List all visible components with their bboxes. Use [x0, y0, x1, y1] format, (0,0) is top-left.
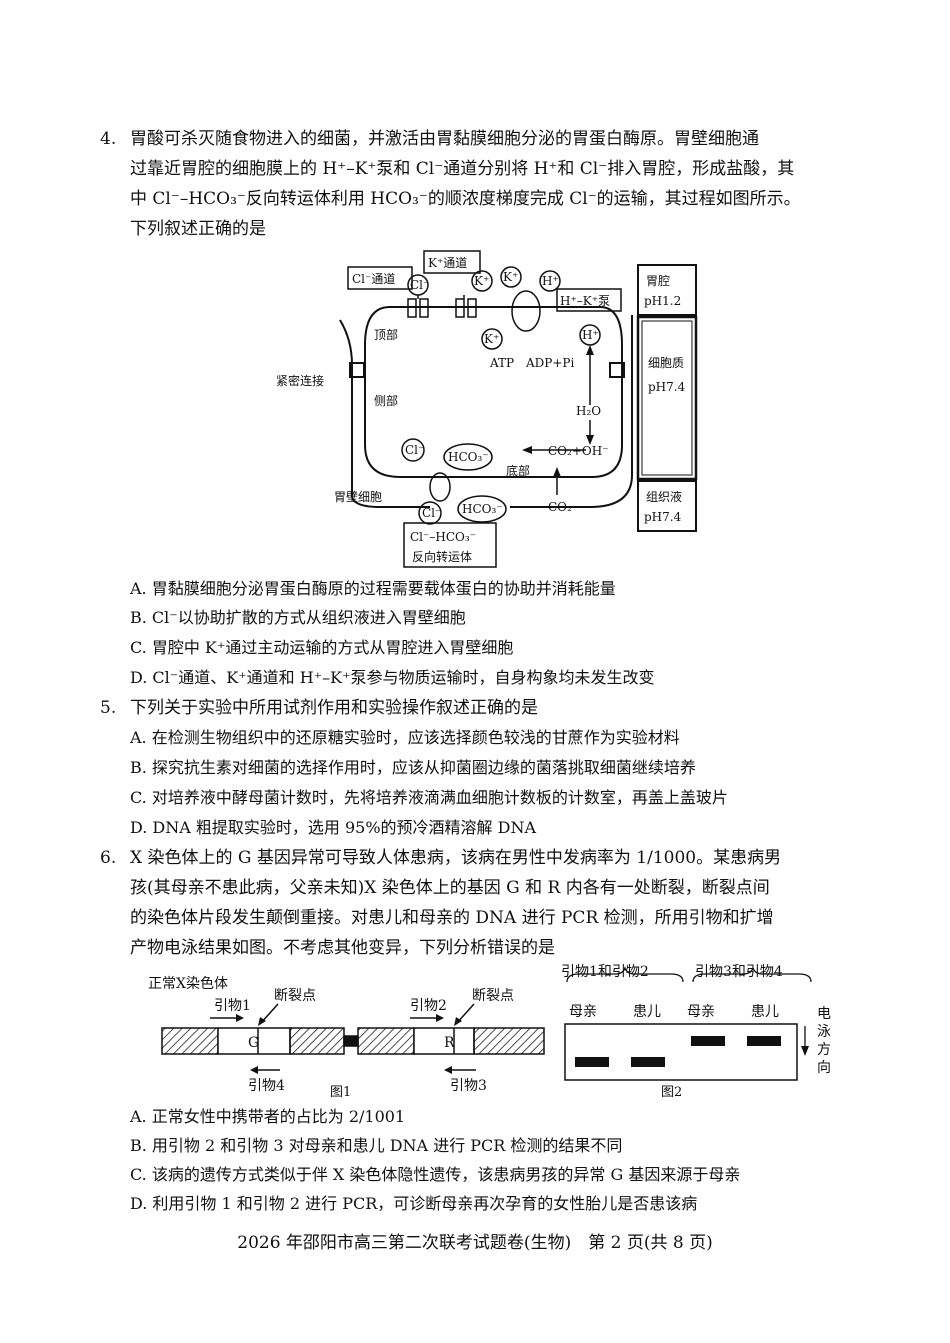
question-text-line: 下列叙述正确的是 [130, 219, 266, 239]
electrophoresis-direction-3: 方 [817, 1042, 831, 1058]
tight-junction-label: 紧密连接 [276, 373, 324, 388]
question-text-line: 胃酸可杀灭随食物进入的细菌，并激活由胃黏膜细胞分泌的胃蛋白酶原。胃壁细胞通 [130, 129, 759, 149]
fig2-group-2: 引物3和引物4 [695, 964, 783, 980]
break-point-label-1: 断裂点 [274, 988, 316, 1004]
k-channel-label: K⁺通道 [428, 256, 467, 270]
tissue-fluid-label: 组织液 [646, 489, 682, 504]
fig2-lane-mother-1: 母亲 [569, 1004, 597, 1020]
primer-3-label: 引物3 [450, 1078, 487, 1094]
antiporter-label-1: Cl⁻–HCO₃⁻ [410, 530, 476, 544]
fig2-lane-mother-2: 母亲 [687, 1004, 715, 1020]
hco3-ion-outside: HCO₃⁻ [462, 502, 503, 516]
basal-label: 底部 [506, 463, 530, 478]
option-a: A. 在检测生物组织中的还原糖实验时，应该选择颜色较浅的甘蔗作为实验材料 [130, 728, 680, 747]
question-number: 4. [100, 129, 117, 149]
primer-1-label: 引物1 [214, 998, 251, 1014]
option-c: C. 对培养液中酵母菌计数时，先将培养液滴满血细胞计数板的计数室，再盖上盖玻片 [130, 788, 728, 807]
k-ion-inside: K⁺ [484, 332, 499, 346]
option-c: C. 胃腔中 K⁺通过主动运输的方式从胃腔进入胃壁细胞 [130, 638, 514, 657]
lumen-label: 胃腔 [646, 273, 670, 288]
fig2-lane-child-1: 患儿 [633, 1004, 661, 1020]
question-4: 4. 胃酸可杀灭随食物进入的细菌，并激活由胃黏膜细胞分泌的胃蛋白酶原。胃壁细胞通… [100, 124, 860, 244]
question-text-line: 产物电泳结果如图。不考虑其他变异，下列分析错误的是 [130, 938, 555, 958]
fig2-lane-child-2: 患儿 [751, 1004, 779, 1020]
h-ion-inside: H⁺ [582, 328, 599, 342]
question-text-line: 孩(其母亲不患此病，父亲未知)X 染色体上的基因 G 和 R 内各有一处断裂，断… [130, 878, 770, 898]
adp-label: ADP+Pi [525, 356, 574, 370]
k-ion-pump: K⁺ [503, 270, 518, 284]
fig1-caption: 图1 [330, 1085, 351, 1098]
option-a: A. 正常女性中携带者的占比为 2/1001 [130, 1107, 406, 1126]
hk-pump-label: H⁺–K⁺泵 [560, 294, 610, 308]
parietal-cell-diagram: Cl⁻通道 K⁺通道 H⁺–K⁺泵 Cl⁻ K⁺ K⁺ H⁺ K⁺ H⁺ 顶部 … [276, 250, 698, 568]
page-footer: 2026 年邵阳市高三第二次联考试题卷(生物) 第 2 页(共 8 页) [237, 1233, 713, 1253]
atp-label: ATP [489, 356, 514, 370]
question-text-line: 的染色体片段发生颠倒重接。对患儿和母亲的 DNA 进行 PCR 检测，所用引物和… [130, 908, 774, 928]
question-text-line: 过靠近胃腔的细胞膜上的 H⁺–K⁺泵和 Cl⁻通道分别将 H⁺和 Cl⁻排入胃腔… [130, 159, 795, 179]
option-d: D. Cl⁻通道、K⁺通道和 H⁺–K⁺泵参与物质运输时，自身构象均未发生改变 [130, 668, 655, 687]
co2-oh-label: CO₂+OH⁻ [548, 444, 609, 458]
tissue-ph: pH7.4 [644, 510, 682, 524]
option-c: C. 该病的遗传方式类似于伴 X 染色体隐性遗传，该患病男孩的异常 G 基因来源… [130, 1165, 741, 1184]
question-5: 5. 下列关于实验中所用试剂作用和实验操作叙述正确的是 [100, 693, 860, 723]
option-d: D. 利用引物 1 和引物 2 进行 PCR，可诊断母亲再次孕育的女性胎儿是否患… [130, 1194, 698, 1213]
lateral-label: 侧部 [374, 393, 398, 408]
primer-2-label: 引物2 [410, 998, 447, 1014]
option-b: B. 探究抗生素对细菌的选择作用时，应该从抑菌圈边缘的菌落挑取细菌继续培养 [130, 758, 696, 777]
question-number: 5. [100, 698, 117, 718]
primer-4-label: 引物4 [248, 1078, 285, 1094]
lumen-ph: pH1.2 [644, 294, 681, 308]
option-b: B. Cl⁻以协助扩散的方式从组织液进入胃壁细胞 [130, 608, 466, 627]
fig2-group-1: 引物1和引物2 [561, 964, 649, 980]
option-d: D. DNA 粗提取实验时，选用 95%的预冷酒精溶解 DNA [130, 818, 537, 837]
h2o-label: H₂O [576, 404, 601, 418]
question-text-line: 下列关于实验中所用试剂作用和实验操作叙述正确的是 [130, 698, 538, 718]
cl-channel-label: Cl⁻通道 [352, 272, 395, 286]
cl-ion-outside: Cl⁻ [422, 506, 441, 520]
k-ion-top: K⁺ [474, 274, 489, 288]
cl-ion-inside: Cl⁻ [405, 443, 424, 457]
electrophoresis-direction-4: 向 [817, 1060, 831, 1076]
gene-g-label: G [248, 1035, 259, 1051]
gene-r-label: R [444, 1035, 455, 1051]
electrophoresis-direction-1: 电 [817, 1006, 831, 1022]
question-6: 6. X 染色体上的 G 基因异常可导致人体患病，该病在男性中发病率为 1/10… [100, 843, 860, 963]
cytoplasm-label: 细胞质 [648, 356, 684, 370]
co2-label: CO₂ [548, 500, 572, 514]
break-point-label-2: 断裂点 [472, 988, 514, 1004]
antiporter-label-2: 反向转运体 [412, 549, 472, 564]
apical-label: 顶部 [374, 327, 398, 342]
parietal-cell-label: 胃壁细胞 [334, 489, 382, 504]
question-text-line: X 染色体上的 G 基因异常可导致人体患病，该病在男性中发病率为 1/1000。… [130, 848, 782, 868]
option-a: A. 胃黏膜细胞分泌胃蛋白酶原的过程需要载体蛋白的协助并消耗能量 [130, 579, 616, 598]
cl-ion-top: Cl⁻ [410, 278, 429, 292]
figure-2-electrophoresis: 引物1和引物2 引物3和引物4 母亲 患儿 母亲 患儿 电 泳 方 向 图2 [561, 964, 831, 1100]
question-text-line: 中 Cl⁻–HCO₃⁻反向转运体利用 HCO₃⁻的顺浓度梯度完成 Cl⁻的运输，… [130, 189, 801, 209]
option-b: B. 用引物 2 和引物 3 对母亲和患儿 DNA 进行 PCR 检测的结果不同 [130, 1136, 623, 1155]
h-ion-top: H⁺ [542, 274, 559, 288]
hco3-ion-inside: HCO₃⁻ [448, 450, 489, 464]
electrophoresis-direction-2: 泳 [817, 1024, 831, 1040]
fig2-caption: 图2 [661, 1085, 682, 1100]
question-number: 6. [100, 848, 117, 868]
cytoplasm-ph: pH7.4 [648, 380, 686, 394]
fig1-title: 正常X染色体 [148, 975, 228, 992]
figure-1-chromosome: 正常X染色体 引物1 引物2 引物3 引物4 断裂点 断裂点 G R 图1 [148, 975, 545, 1098]
